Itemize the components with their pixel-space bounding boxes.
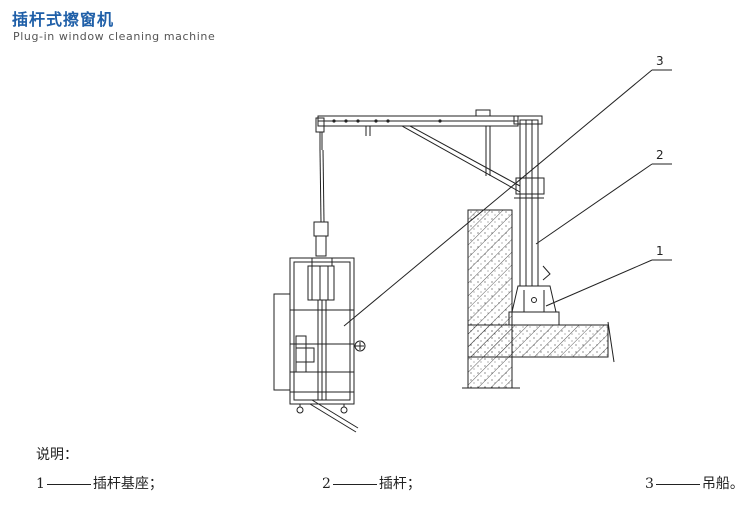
callout-3: 3 [656,54,664,68]
pole [513,115,545,287]
legend-item-number: 2 [322,476,331,492]
legend-dash [332,483,377,485]
notes-heading: 说明： [36,447,78,463]
legend-item-3: 3 吊船。 [645,473,744,493]
legend-item-label: 插杆基座； [92,476,163,492]
callout-1: 1 [656,244,664,258]
legend-item-number: 3 [645,476,654,492]
leader-lines [343,69,672,327]
boom-holes [332,119,442,123]
page-subtitle: Plug-in window cleaning machine [13,30,216,43]
legend-item-label: 插杆； [378,476,421,492]
legend-item-2: 2 插杆； [322,473,421,493]
hoist-cable [313,117,329,257]
legend-item-1: 1 插杆基座； [36,473,163,493]
pole-base [508,265,560,326]
page-title: 插杆式擦窗机 [12,10,115,29]
legend-item-label: 吊船。 [701,476,744,492]
legend-dash [46,483,91,485]
boom-arm [317,109,521,193]
callout-2: 2 [656,148,664,162]
building-wall [462,209,520,389]
roof-slab [467,321,615,363]
gondola [273,257,366,433]
legend-dash [655,483,700,485]
legend-item-number: 1 [36,476,45,492]
